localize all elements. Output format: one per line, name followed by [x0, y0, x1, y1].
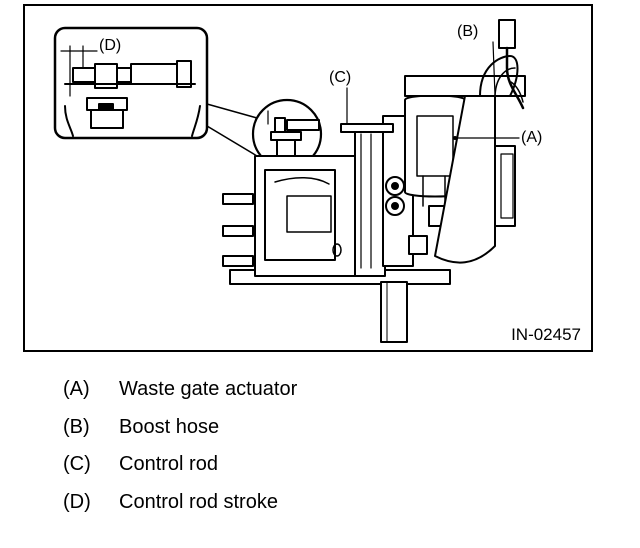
callout-c: (C)	[329, 69, 352, 86]
legend-key: (B)	[63, 415, 90, 438]
callout-b: (B)	[457, 23, 479, 40]
diagram-figure: (A) (B) (C) (D) IN-02457	[23, 4, 593, 352]
legend-key: (C)	[63, 453, 91, 475]
legend: (A) Waste gate actuator (B) Boost hose (…	[63, 378, 583, 528]
legend-key: (A)	[63, 378, 90, 400]
legend-text: Control rod stroke	[119, 490, 278, 513]
callout-a: (A)	[521, 129, 543, 146]
legend-text: Boost hose	[119, 415, 220, 438]
legend-text: Waste gate actuator	[119, 378, 298, 400]
callout-d: (D)	[99, 37, 122, 54]
legend-item: (A) Waste gate actuator	[63, 378, 583, 416]
detail-circle	[251, 98, 323, 170]
legend-key: (D)	[63, 490, 91, 513]
legend-item: (C) Control rod	[63, 453, 583, 491]
legend-item: (B) Boost hose	[63, 416, 583, 454]
detail-inset	[53, 26, 209, 140]
turbocharger-drawing	[53, 19, 526, 343]
figure-id: IN-02457	[511, 325, 581, 344]
legend-text: Control rod	[119, 453, 218, 475]
turbocharger-body	[222, 19, 526, 343]
legend-item: (D) Control rod stroke	[63, 491, 583, 529]
